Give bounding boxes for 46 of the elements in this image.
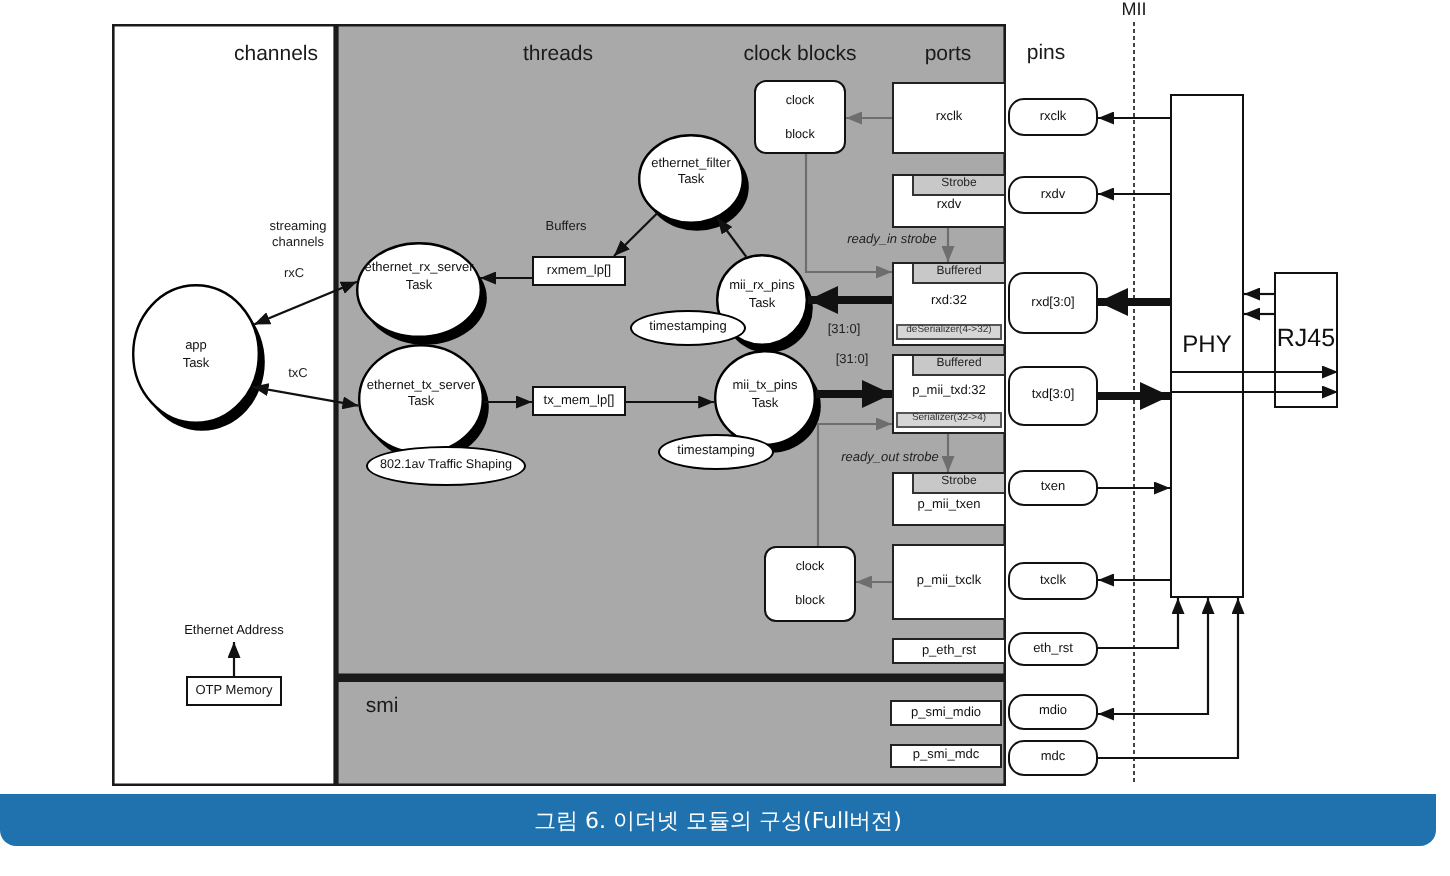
arrow <box>1170 385 1338 399</box>
port-box <box>892 354 1006 434</box>
bus-arrow <box>1098 382 1170 410</box>
arrow <box>1098 598 1185 650</box>
arrow <box>804 154 892 279</box>
port-box <box>892 472 1006 526</box>
arrow <box>816 417 892 546</box>
arrow <box>1244 307 1274 321</box>
arrow <box>483 395 532 409</box>
arrow <box>1170 365 1338 379</box>
arrow <box>941 228 955 262</box>
arrow <box>846 111 892 125</box>
region-panel <box>336 676 1006 786</box>
phy-box: PHY <box>1170 94 1244 598</box>
arrow <box>613 212 658 257</box>
column-heading: threads <box>522 42 594 66</box>
arrow <box>716 217 748 258</box>
interface-label: MII <box>1121 0 1147 22</box>
arrow <box>227 642 241 676</box>
bus-arrow <box>808 286 892 314</box>
column-heading: pins <box>1026 40 1066 68</box>
port-box <box>892 174 1006 228</box>
arrow <box>1098 573 1170 587</box>
arrow <box>1098 187 1170 201</box>
arrow <box>1098 111 1170 125</box>
column-heading: ports <box>924 42 972 66</box>
region-panel <box>112 24 336 786</box>
region-panel <box>336 24 1006 676</box>
bus-arrow <box>815 380 892 408</box>
arrow <box>856 575 892 589</box>
bus-arrow <box>1098 288 1170 316</box>
arrow <box>1098 598 1245 760</box>
arrow <box>253 280 358 326</box>
arrow <box>480 271 532 285</box>
arrow <box>1098 481 1170 495</box>
figure-caption: 그림 6. 이더넷 모듈의 구성(Full버전) <box>0 794 1436 846</box>
column-heading: smi <box>365 694 399 718</box>
arrow <box>1244 287 1274 301</box>
column-heading: channels <box>233 42 319 66</box>
connector-box: RJ45 <box>1274 272 1338 408</box>
column-heading: clock blocks <box>743 42 857 66</box>
arrow <box>941 434 955 472</box>
port-box <box>892 262 1006 346</box>
arrow <box>252 383 359 410</box>
arrow <box>626 395 715 409</box>
arrow <box>1098 598 1215 721</box>
